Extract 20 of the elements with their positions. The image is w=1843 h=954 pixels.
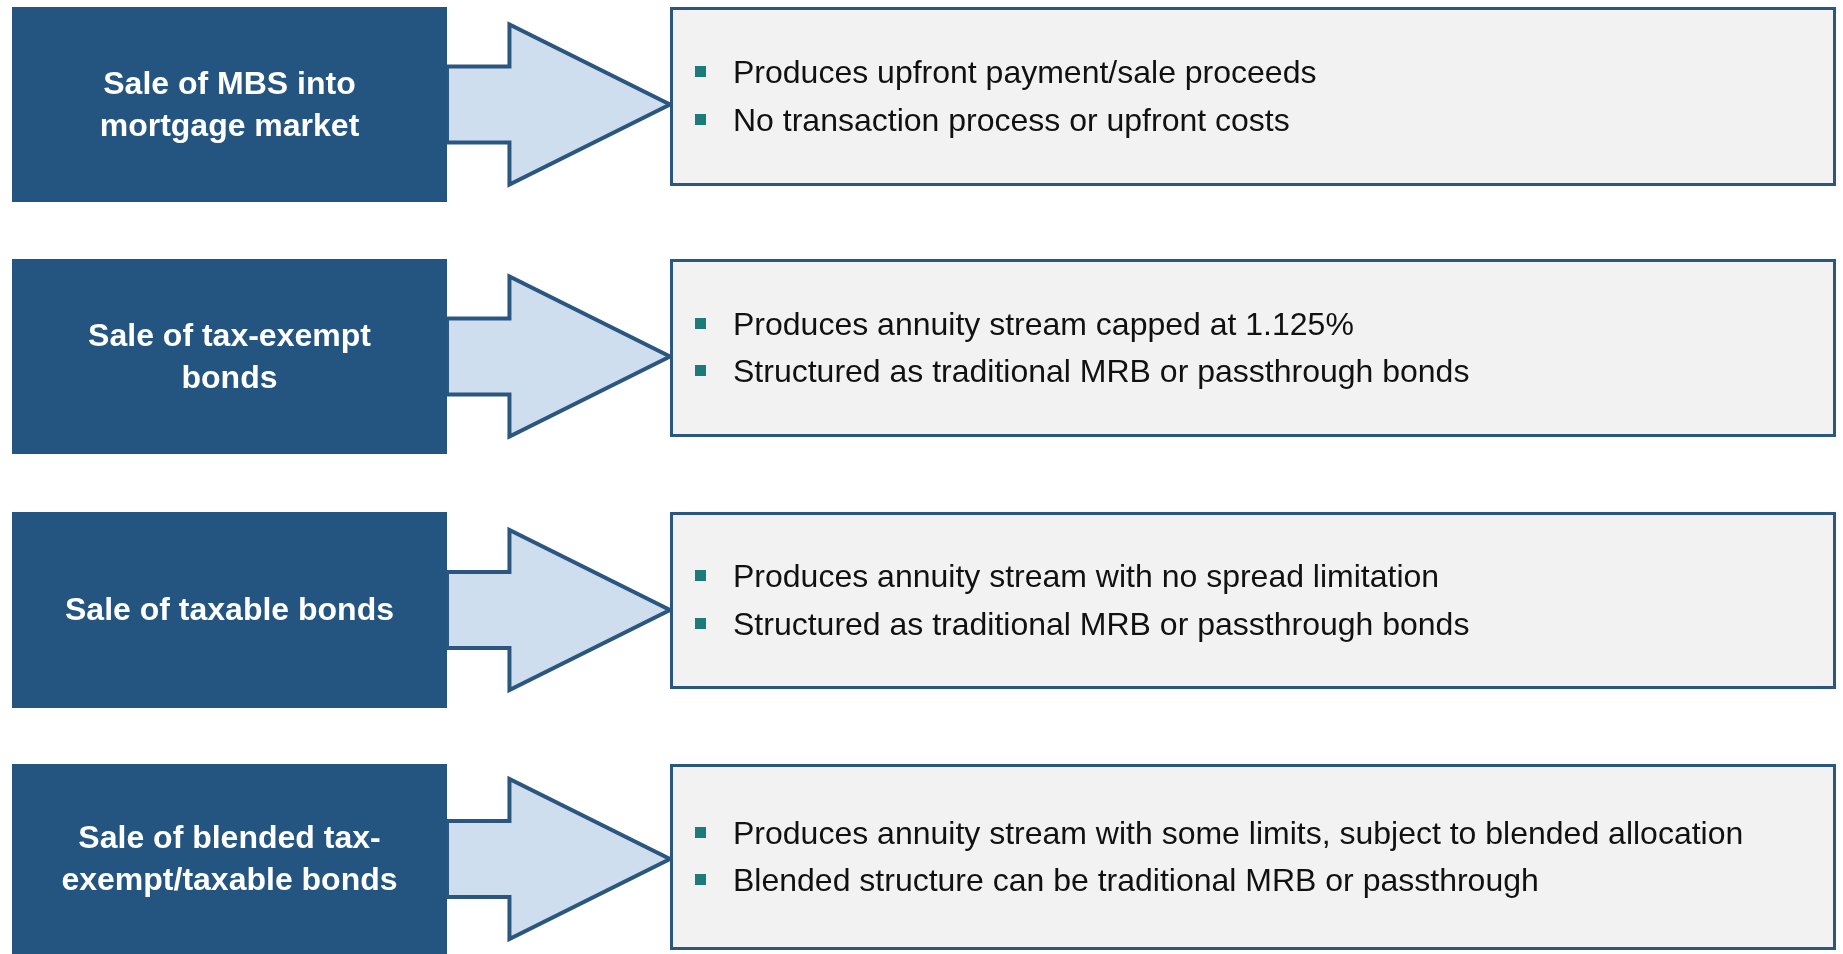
bullet-text: Produces annuity stream capped at 1.125% bbox=[695, 304, 1813, 344]
method-label: Sale of blended tax-exempt/taxable bonds bbox=[60, 818, 399, 899]
bullet-text: Produces upfront payment/sale proceeds bbox=[695, 53, 1813, 93]
method-box bbox=[12, 512, 447, 708]
bullet-text: Structured as traditional MRB or passthrough bonds bbox=[695, 604, 1813, 644]
bullet-text: No transaction process or upfront costs bbox=[695, 100, 1813, 140]
method-label: Sale of taxable bonds bbox=[64, 590, 395, 630]
method-label: Sale of tax-exempt bonds bbox=[87, 315, 372, 397]
method-box bbox=[12, 7, 447, 202]
bullet-text: Produces annuity stream with some limits, subject to blended allocation bbox=[695, 813, 1813, 853]
method-box bbox=[12, 764, 447, 954]
details-box bbox=[670, 764, 1836, 950]
method-label: Sale of MBS into mortgage market bbox=[98, 63, 361, 145]
bullet-text: Blended structure can be traditional MRB or passthrough bbox=[695, 861, 1813, 901]
bullet-text: Structured as traditional MRB or passthrough bonds bbox=[695, 352, 1813, 392]
details-box bbox=[670, 512, 1836, 689]
details-box bbox=[670, 259, 1836, 437]
bullet-text: Produces annuity stream with no spread limitation bbox=[695, 557, 1813, 597]
details-box bbox=[670, 7, 1836, 186]
method-box bbox=[12, 259, 447, 454]
